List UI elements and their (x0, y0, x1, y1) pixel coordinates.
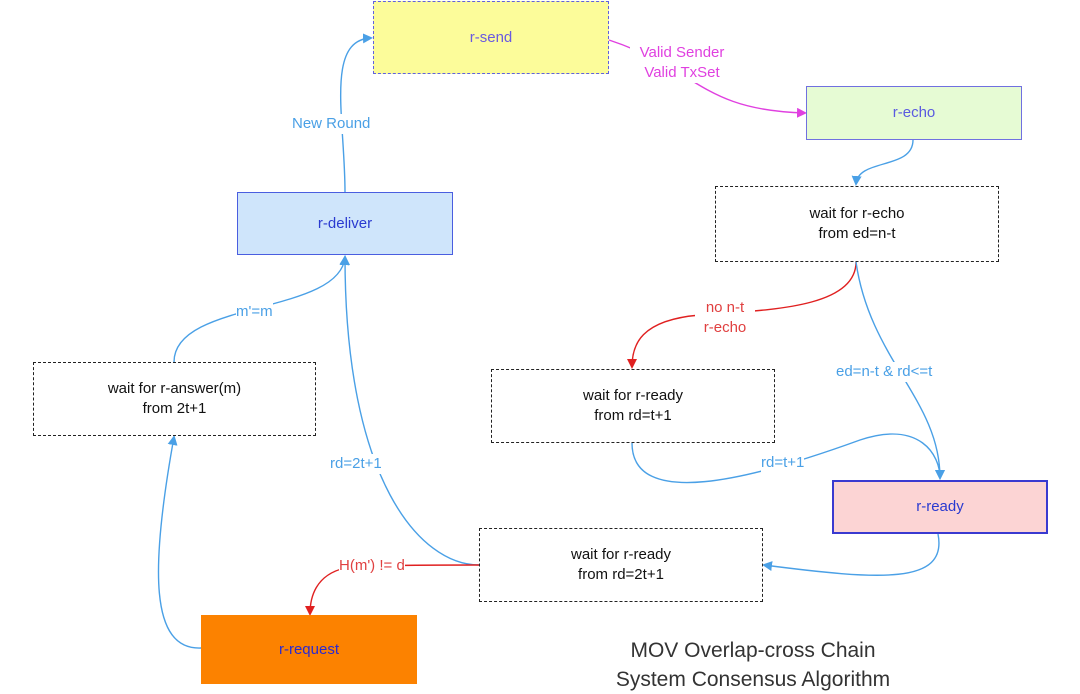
edge-label-valid-sender: Valid Sender Valid TxSet (630, 43, 734, 83)
node-r-deliver: r-deliver (237, 192, 453, 255)
node-wait-r-answer-line-1: wait for r-answer(m) (107, 380, 242, 397)
node-wait-r-ready-2t1: wait for r-ready from rd=2t+1 (479, 528, 763, 602)
edge-deliver-to-send (339, 33, 373, 193)
edge-label-ed-rd: ed=n-t & rd<=t (836, 362, 933, 382)
edge-label-rd-2t1: rd=2t+1 (330, 454, 382, 474)
edge-ready-to-wait-ready2 (762, 533, 940, 576)
node-wait-r-answer: wait for r-answer(m) from 2t+1 (33, 362, 316, 436)
edge-label-no-n-t-echo-line-1: no n-t (705, 299, 745, 316)
node-wait-r-ready-2t1-line-2: from rd=2t+1 (578, 566, 664, 583)
edge-wait-ready-to-ready (631, 433, 945, 484)
edge-label-rd-t1: rd=t+1 (761, 453, 805, 473)
node-wait-r-ready-2t1-line-1: wait for r-ready (570, 546, 672, 563)
node-r-send: r-send (373, 1, 609, 74)
node-r-send-label: r-send (469, 28, 513, 46)
node-wait-r-ready-t1-line-2: from rd=t+1 (594, 407, 672, 424)
node-r-ready-label: r-ready (916, 498, 964, 515)
node-wait-r-answer-line-2: from 2t+1 (142, 400, 207, 417)
caption-line-1: MOV Overlap-cross Chain (630, 639, 876, 662)
node-wait-r-ready-t1: wait for r-ready from rd=t+1 (491, 369, 775, 443)
node-wait-r-echo: wait for r-echo from ed=n-t (715, 186, 999, 262)
edge-wait-ready2-to-deliver (340, 255, 480, 566)
node-r-request-label: r-request (278, 640, 340, 658)
node-r-ready: r-ready (832, 480, 1048, 534)
edge-label-valid-sender-line-1: Valid Sender (639, 44, 725, 61)
edge-label-m-equals: m'=m (236, 302, 273, 322)
edge-label-no-n-t-echo-line-2: r-echo (703, 319, 747, 336)
edge-echo-to-wait-echo (851, 139, 914, 186)
diagram-caption: MOV Overlap-cross Chain System Consensus… (560, 636, 946, 694)
node-r-request: r-request (201, 615, 417, 684)
node-wait-r-ready-t1-line-1: wait for r-ready (582, 387, 684, 404)
node-r-echo: r-echo (806, 86, 1022, 140)
node-r-echo-label: r-echo (892, 104, 936, 121)
caption-line-2: System Consensus Algorithm (615, 668, 891, 691)
node-wait-r-echo-line-1: wait for r-echo (809, 205, 905, 222)
node-r-deliver-label: r-deliver (317, 214, 373, 232)
edge-label-valid-sender-line-2: Valid TxSet (644, 64, 720, 81)
edge-label-no-n-t-echo: no n-t r-echo (695, 298, 755, 338)
edge-label-new-round: New Round (292, 114, 371, 134)
edge-request-to-wait-answer (157, 435, 202, 649)
node-wait-r-echo-line-2: from ed=n-t (818, 225, 896, 242)
edge-label-hash-ne: H(m') != d (339, 556, 405, 576)
